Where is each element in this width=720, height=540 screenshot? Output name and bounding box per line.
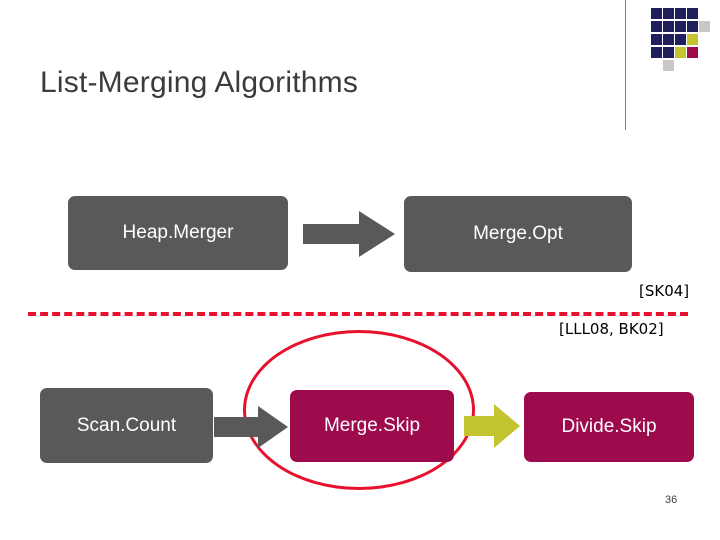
grid-dot xyxy=(675,8,686,19)
page-number: 36 xyxy=(665,494,678,506)
grid-dot xyxy=(651,21,662,32)
grid-dot xyxy=(675,60,686,71)
grid-dot xyxy=(651,8,662,19)
red-ellipse-highlight xyxy=(243,330,475,490)
grid-dot xyxy=(651,60,662,71)
grid-dot xyxy=(663,60,674,71)
red-dashed-divider xyxy=(28,312,688,316)
decorative-dot-grid xyxy=(651,8,713,78)
grid-dot xyxy=(687,34,698,45)
node-merge-opt[interactable]: Merge.Opt xyxy=(404,196,632,272)
grid-dot xyxy=(651,34,662,45)
grid-dot xyxy=(675,21,686,32)
citation-lll08-bk02: [LLL08, BK02] xyxy=(559,320,664,338)
node-merge-opt-label: Merge.Opt xyxy=(473,223,563,244)
page-title: List-Merging Algorithms xyxy=(40,66,359,99)
node-scan-count[interactable]: Scan.Count xyxy=(40,388,213,463)
grid-dot xyxy=(663,47,674,58)
grid-dot xyxy=(663,21,674,32)
node-divide-skip[interactable]: Divide.Skip xyxy=(524,392,694,462)
grid-dot xyxy=(687,47,698,58)
grid-dot xyxy=(687,8,698,19)
grid-dot xyxy=(651,47,662,58)
grid-dot xyxy=(675,34,686,45)
grid-dot xyxy=(663,34,674,45)
node-heap-merger[interactable]: Heap.Merger xyxy=(68,196,288,270)
grid-dot xyxy=(687,21,698,32)
arrow-scan-count-to-merge-skip xyxy=(214,404,288,450)
grid-dot xyxy=(699,34,710,45)
node-merge-skip[interactable]: Merge.Skip xyxy=(290,390,454,462)
node-divide-skip-label: Divide.Skip xyxy=(561,416,657,437)
grid-dot xyxy=(663,8,674,19)
grid-dot xyxy=(699,60,710,71)
citation-sk04: [SK04] xyxy=(639,282,690,300)
grid-dot xyxy=(675,47,686,58)
grid-dot xyxy=(699,8,710,19)
arrow-merge-skip-to-divide-skip xyxy=(464,402,520,450)
node-heap-merger-label: Heap.Merger xyxy=(122,222,234,243)
node-scan-count-label: Scan.Count xyxy=(76,414,177,436)
node-merge-skip-label: Merge.Skip xyxy=(323,415,421,436)
grid-dot xyxy=(699,47,710,58)
arrow-heap-merger-to-merge-opt xyxy=(303,208,395,260)
header-vertical-rule xyxy=(625,0,626,130)
grid-dot xyxy=(699,21,710,32)
grid-dot xyxy=(687,60,698,71)
